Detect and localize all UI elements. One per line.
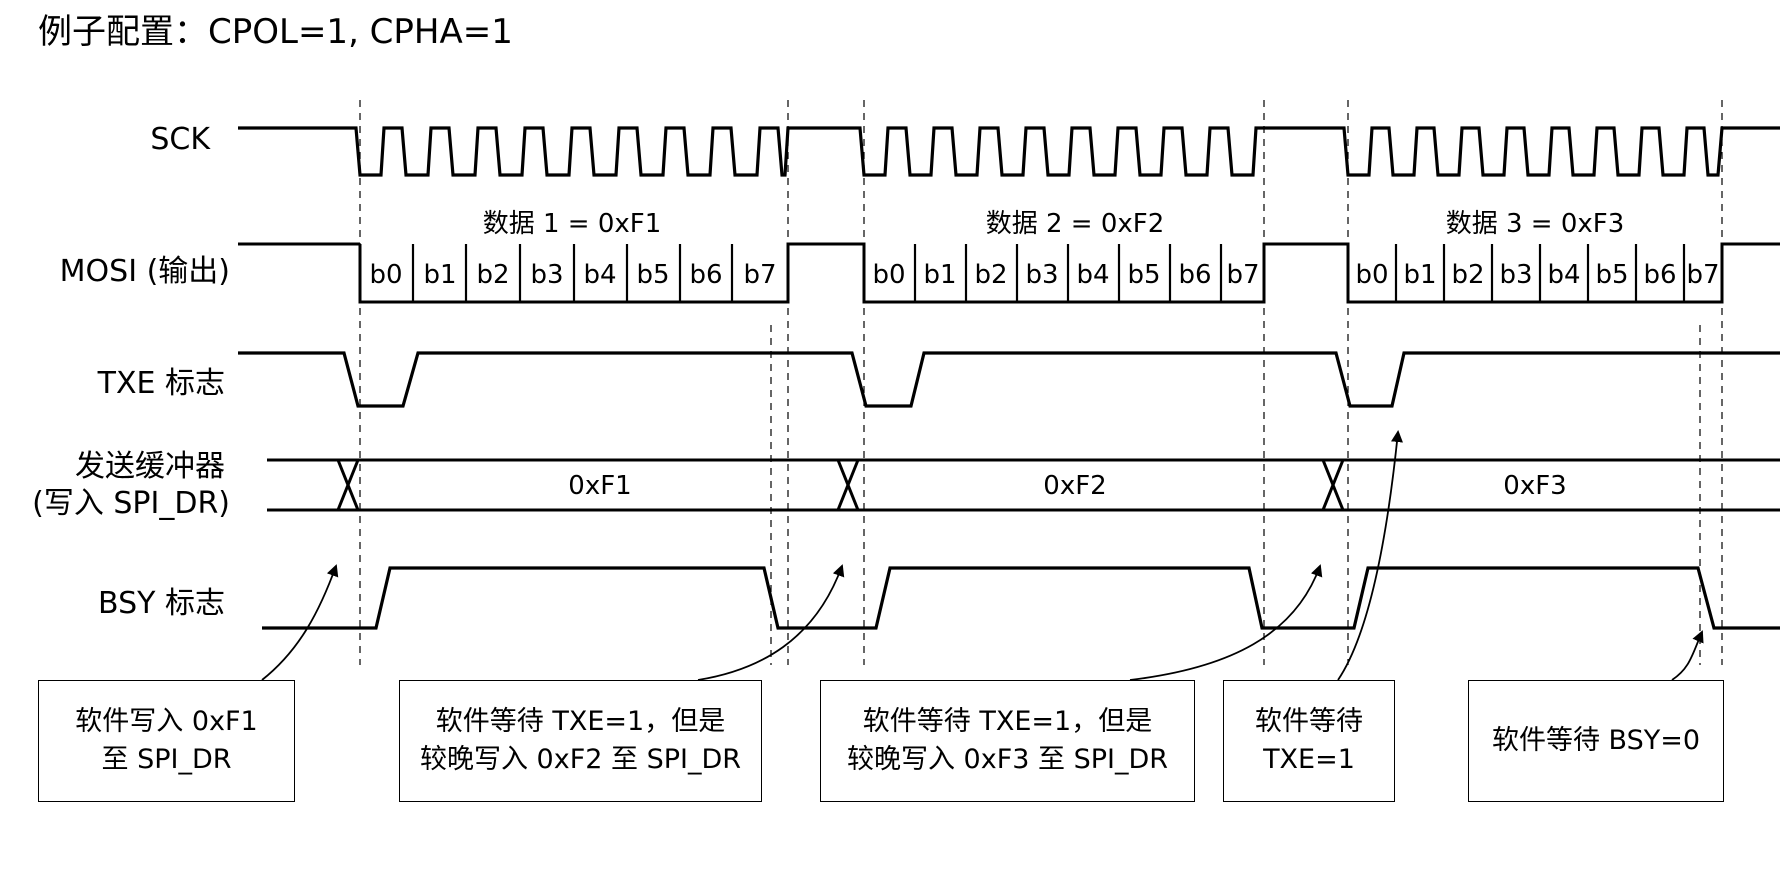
arrow-note-2 <box>697 564 845 681</box>
arrow-note-1 <box>261 564 339 681</box>
arrow-note-4 <box>1337 430 1403 681</box>
mosi-bit-dividers <box>411 244 1686 302</box>
note-write-0xf1: 软件写入 0xF1 至 SPI_DR <box>38 680 295 802</box>
bit-label: b6 <box>689 260 722 290</box>
mosi-bit-labels: b0 b1 b2 b3 b4 b5 b6 b7 b0 b1 b2 b3 b4 b… <box>369 260 1719 290</box>
buffer-bus <box>267 458 1780 512</box>
note-line: 软件等待 TXE=1，但是 <box>862 706 1153 737</box>
note-line: 软件等待 <box>1255 706 1363 737</box>
bit-label: b7 <box>743 260 776 290</box>
buffer-value-1: 0xF1 <box>568 471 631 501</box>
bsy-label: BSY 标志 <box>98 586 225 621</box>
buffer-bus-bottom <box>267 459 1780 512</box>
bit-label: b4 <box>1076 260 1109 290</box>
buffer-label-line2: (写入 SPI_DR) <box>32 486 230 521</box>
bit-label: b5 <box>1595 260 1628 290</box>
note-line: TXE=1 <box>1263 744 1355 775</box>
note-wait-txe-late-0xf3: 软件等待 TXE=1，但是 较晚写入 0xF3 至 SPI_DR <box>820 680 1195 802</box>
note-wait-txe-late-0xf2: 软件等待 TXE=1，但是 较晚写入 0xF2 至 SPI_DR <box>399 680 762 802</box>
bit-label: b4 <box>583 260 616 290</box>
annotation-arrows <box>261 430 1704 681</box>
frame-2-header: 数据 2 = 0xF2 <box>986 209 1165 239</box>
bit-label: b4 <box>1547 260 1580 290</box>
buffer-value-3: 0xF3 <box>1503 471 1566 501</box>
bit-label: b5 <box>636 260 669 290</box>
bit-label: b5 <box>1127 260 1160 290</box>
bit-label: b7 <box>1686 260 1719 290</box>
mosi-bus-line <box>238 242 1780 304</box>
bit-label: b1 <box>423 260 456 290</box>
note-line: 较晚写入 0xF3 至 SPI_DR <box>846 744 1169 775</box>
mosi-waveform <box>238 242 1780 304</box>
sck-waveform <box>238 126 1780 177</box>
bit-label: b6 <box>1643 260 1676 290</box>
note-wait-bsy: 软件等待 BSY=0 <box>1468 680 1724 802</box>
txe-waveform <box>238 351 1780 408</box>
note-line: 软件写入 0xF1 <box>75 706 258 737</box>
bit-label: b1 <box>1403 260 1436 290</box>
bit-label: b2 <box>1451 260 1484 290</box>
frame-3-header: 数据 3 = 0xF3 <box>1446 209 1625 239</box>
buffer-value-2: 0xF2 <box>1043 471 1106 501</box>
bit-label: b3 <box>530 260 563 290</box>
bit-label: b2 <box>476 260 509 290</box>
bit-label: b7 <box>1226 260 1259 290</box>
bit-label: b0 <box>872 260 905 290</box>
arrow-note-5 <box>1671 630 1704 681</box>
bit-label: b0 <box>1355 260 1388 290</box>
arrow-note-3 <box>1129 564 1323 681</box>
bit-label: b0 <box>369 260 402 290</box>
txe-label: TXE 标志 <box>97 366 225 401</box>
bit-label: b6 <box>1178 260 1211 290</box>
bsy-waveform <box>262 566 1780 630</box>
note-line: 软件等待 BSY=0 <box>1491 725 1701 756</box>
bit-label: b2 <box>974 260 1007 290</box>
note-line: 至 SPI_DR <box>101 744 232 775</box>
dashed-guides <box>359 100 1723 665</box>
sck-label: SCK <box>150 122 210 157</box>
mosi-label: MOSI (输出) <box>59 254 230 289</box>
bit-label: b3 <box>1499 260 1532 290</box>
page-title: 例子配置：CPOL=1, CPHA=1 <box>38 12 513 52</box>
bit-label: b3 <box>1025 260 1058 290</box>
frame-1-header: 数据 1 = 0xF1 <box>483 209 662 239</box>
buffer-label-line1: 发送缓冲器 <box>75 449 225 484</box>
bit-label: b1 <box>923 260 956 290</box>
note-line: 软件等待 TXE=1，但是 <box>435 706 726 737</box>
buffer-bus-top <box>267 458 1780 511</box>
note-wait-txe: 软件等待 TXE=1 <box>1223 680 1395 802</box>
note-line: 较晚写入 0xF2 至 SPI_DR <box>419 744 742 775</box>
sck-clock-line <box>238 126 1780 177</box>
